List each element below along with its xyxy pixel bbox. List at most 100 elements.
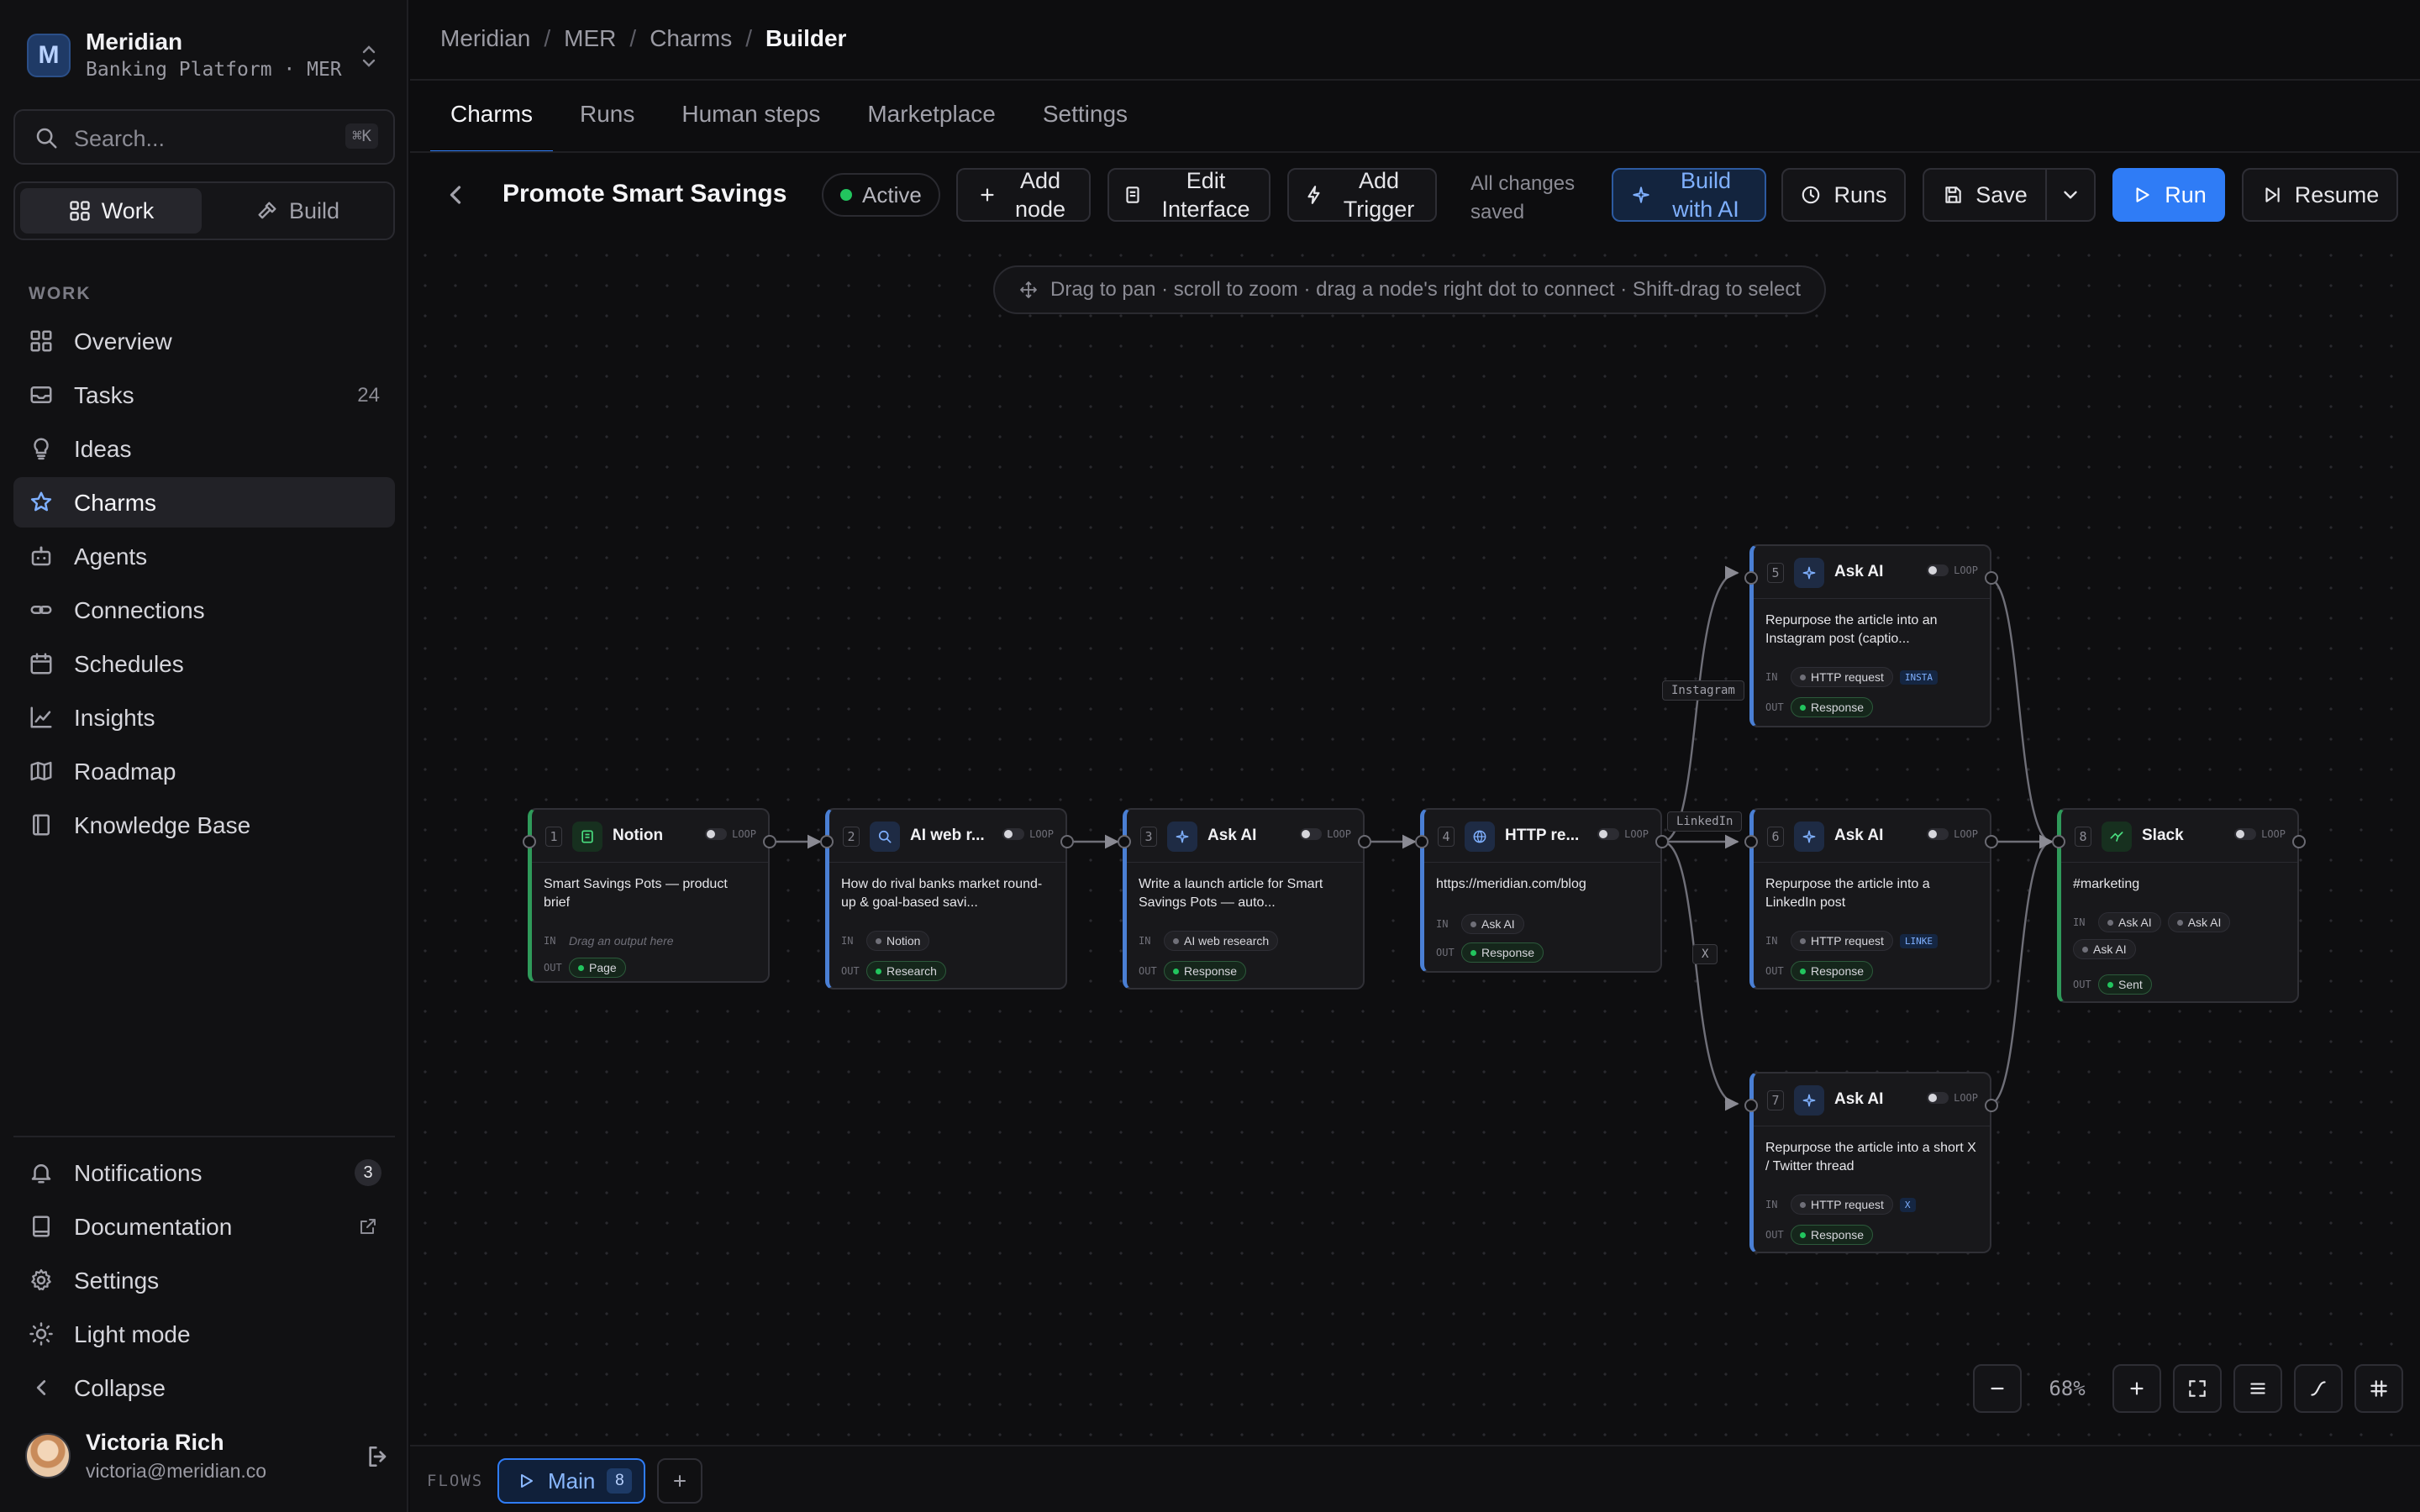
flow-node-slack[interactable]: 8 Slack LOOP #marketing IN Ask AI Ask AI… [2052,808,2306,1003]
flow-node-ask-ai-linkedin[interactable]: 6 Ask AI LOOP Repurpose the article into… [1744,808,1998,990]
output-chip[interactable]: Response [1791,697,1874,717]
flow-node-http-request[interactable]: 4 HTTP re... LOOP https://meridian.com/b… [1415,808,1669,973]
loop-toggle[interactable]: LOOP [2234,828,2286,840]
input-chip[interactable]: HTTP request [1791,667,1893,687]
input-chip[interactable]: Ask AI [2073,939,2136,959]
sidebar-item-insights[interactable]: Insights [13,692,395,743]
charm-title[interactable]: Promote Smart Savings Pots [502,180,795,207]
output-port[interactable] [1985,571,1998,585]
loop-toggle[interactable]: LOOP [705,828,756,840]
input-chip[interactable]: Ask AI [2098,912,2161,932]
edge-label-x[interactable]: X [1692,944,1718,964]
zoom-in-button[interactable] [2112,1364,2161,1413]
output-port[interactable] [1060,835,1074,848]
breadcrumb-item[interactable]: Meridian [440,25,531,51]
avatar[interactable] [25,1433,71,1478]
search-input[interactable]: Search... ⌘K [13,109,395,165]
loop-toggle[interactable]: LOOP [1300,828,1351,840]
flow-node-ask-ai-instagram[interactable]: 5 Ask AI LOOP Repurpose the article into… [1744,544,1998,727]
output-port[interactable] [1985,835,1998,848]
fit-view-button[interactable] [2173,1364,2222,1413]
mode-work-button[interactable]: Work [20,188,202,234]
sidebar-item-light-mode[interactable]: Light mode [13,1309,395,1359]
output-port[interactable] [763,835,776,848]
sidebar-item-notifications[interactable]: Notifications 3 [13,1147,395,1198]
loop-toggle[interactable]: LOOP [1002,828,1054,840]
input-port[interactable] [1118,835,1131,848]
sidebar-item-tasks[interactable]: Tasks 24 [13,370,395,420]
save-button[interactable]: Save [1923,168,2047,222]
tab-human-steps[interactable]: Human steps [681,101,821,127]
edit-interface-button[interactable]: Edit Interface [1107,168,1270,222]
breadcrumb-item[interactable]: MER [564,25,617,51]
output-chip[interactable]: Response [1791,1225,1874,1245]
input-chip[interactable]: Notion [866,931,930,951]
flow-tab-main[interactable]: Main 8 [497,1458,646,1504]
sidebar-item-overview[interactable]: Overview [13,316,395,366]
breadcrumb-item[interactable]: Charms [650,25,733,51]
sidebar-item-ideas[interactable]: Ideas [13,423,395,474]
sidebar-item-schedules[interactable]: Schedules [13,638,395,689]
add-trigger-button[interactable]: Add Trigger [1287,168,1437,222]
loop-toggle[interactable]: LOOP [1927,828,1978,840]
sidebar-item-knowledge-base[interactable]: Knowledge Base [13,800,395,850]
output-port[interactable] [1358,835,1371,848]
save-options-button[interactable] [2045,168,2096,222]
sidebar-item-roadmap[interactable]: Roadmap [13,746,395,796]
input-port[interactable] [1744,1099,1758,1112]
loop-toggle[interactable]: LOOP [1927,1092,1978,1104]
tab-runs[interactable]: Runs [580,101,635,127]
sidebar-item-agents[interactable]: Agents [13,531,395,581]
input-chip[interactable]: HTTP request [1791,1194,1893,1215]
auto-layout-button[interactable] [2233,1364,2282,1413]
zoom-out-button[interactable] [1973,1364,2022,1413]
output-port[interactable] [1655,835,1669,848]
output-port[interactable] [2292,835,2306,848]
edge-style-button[interactable] [2294,1364,2343,1413]
back-chevron-icon[interactable] [440,180,471,210]
tab-charms[interactable]: Charms [429,101,554,153]
grid-toggle-button[interactable] [2354,1364,2403,1413]
add-node-button[interactable]: Add node [956,168,1091,222]
tab-settings[interactable]: Settings [1042,101,1128,127]
edge-4-5[interactable] [1661,565,1739,843]
runs-button[interactable]: Runs [1781,168,1906,222]
input-chip[interactable]: Ask AI [1461,914,1524,934]
loop-toggle[interactable]: LOOP [1927,564,1978,576]
flow-node-notion[interactable]: 1 Notion LOOP Smart Savings Pots — produ… [523,808,776,983]
add-flow-button[interactable] [657,1458,702,1504]
flow-node-ai-web-research[interactable]: 2 AI web r... LOOP How do rival banks ma… [820,808,1074,990]
flow-canvas[interactable]: Drag to pan · scroll to zoom · drag a no… [410,240,2420,1445]
sidebar-item-documentation[interactable]: Documentation [13,1201,395,1252]
output-chip[interactable]: Response [1461,942,1544,963]
sidebar-item-charms[interactable]: Charms [13,477,395,528]
output-port[interactable] [1985,1099,1998,1112]
input-port[interactable] [1415,835,1428,848]
sidebar-item-collapse[interactable]: Collapse [13,1362,395,1413]
output-chip[interactable]: Response [1791,961,1874,981]
input-chip[interactable]: Ask AI [2167,912,2231,932]
tab-marketplace[interactable]: Marketplace [867,101,996,127]
workspace-switcher[interactable]: M Meridian Banking Platform · MER [25,29,383,81]
status-badge[interactable]: Active [822,173,940,217]
mode-build-button[interactable]: Build [207,188,388,234]
output-chip[interactable]: Response [1164,961,1247,981]
run-button[interactable]: Run [2112,168,2225,222]
loop-toggle[interactable]: LOOP [1597,828,1649,840]
flow-node-ask-ai-article[interactable]: 3 Ask AI LOOP Write a launch article for… [1118,808,1371,990]
edge-7-8[interactable] [1989,834,2054,1105]
output-chip[interactable]: Research [866,961,946,981]
resume-button[interactable]: Resume [2242,168,2398,222]
input-port[interactable] [1744,571,1758,585]
edge-label-instagram[interactable]: Instagram [1662,680,1744,701]
sidebar-item-settings[interactable]: Settings [13,1255,395,1305]
edge-5-8[interactable] [1989,578,2054,849]
flow-node-ask-ai-x[interactable]: 7 Ask AI LOOP Repurpose the article into… [1744,1072,1998,1253]
input-port[interactable] [1744,835,1758,848]
edge-4-7[interactable] [1661,840,1739,1111]
node-inputs[interactable]: IN Drag an output here [544,934,761,948]
output-chip[interactable]: Sent [2098,974,2152,995]
sidebar-item-connections[interactable]: Connections [13,585,395,635]
edge-label-linkedin[interactable]: LinkedIn [1667,811,1743,832]
logout-icon[interactable] [365,1443,392,1470]
